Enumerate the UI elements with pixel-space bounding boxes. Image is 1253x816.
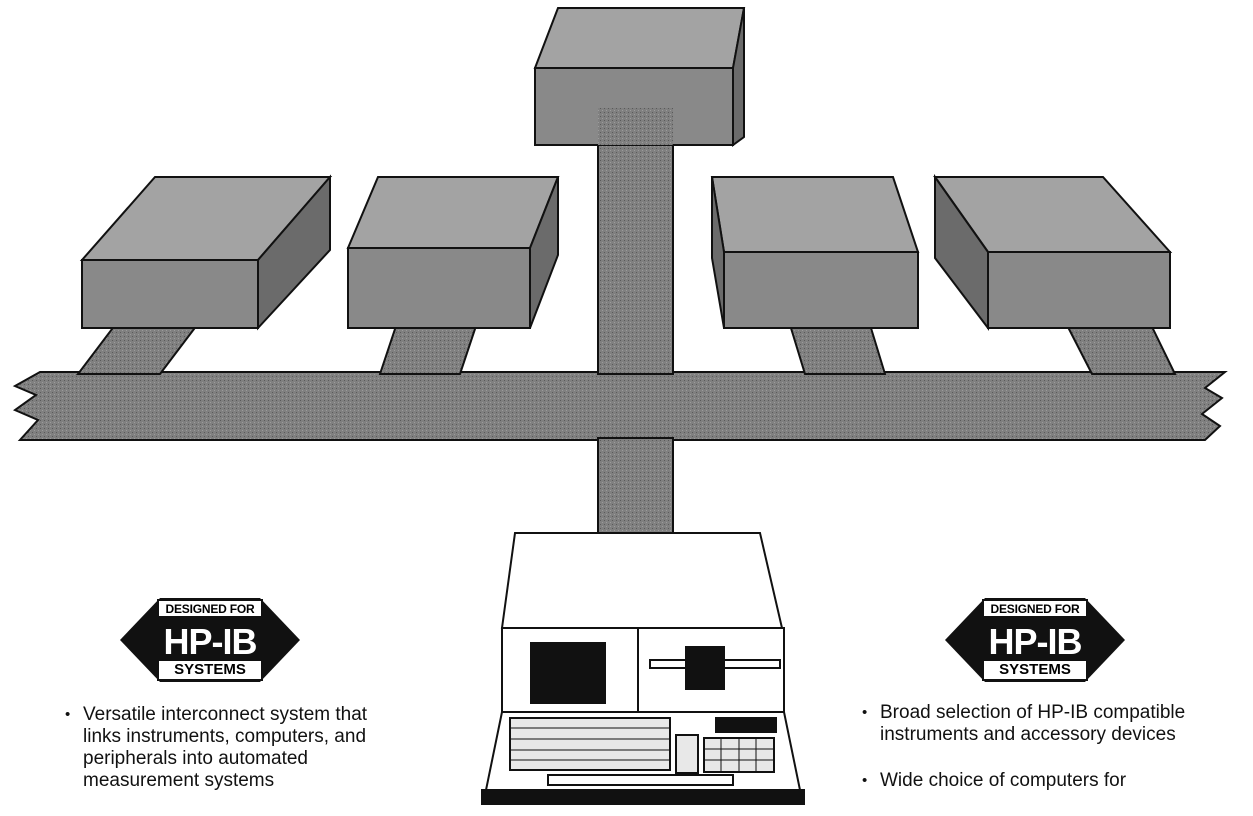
- computer: [482, 533, 804, 804]
- computer-top-cover: [502, 533, 782, 628]
- computer-keyboard-main: [510, 718, 670, 770]
- badge-systems-label: SYSTEMS: [120, 661, 300, 678]
- badge-systems-label: SYSTEMS: [945, 661, 1125, 678]
- computer-keypad-small: [676, 735, 698, 773]
- device-box-3: [712, 177, 918, 328]
- bus-stem-top: [598, 108, 673, 374]
- badge-hpib-label: HP-IB: [945, 621, 1125, 663]
- left-feature-list: Versatile interconnect system that links…: [65, 704, 405, 816]
- right-feature-list: Broad selection of HP-IB compatible inst…: [862, 702, 1192, 816]
- feature-item: Versatile interconnect system that links…: [65, 704, 405, 792]
- computer-spacebar: [548, 775, 733, 785]
- computer-drive: [686, 647, 724, 689]
- badge-hpib-label: HP-IB: [120, 621, 300, 663]
- badge-designed-for-label: DESIGNED FOR: [945, 602, 1125, 616]
- computer-keypad-dark: [716, 718, 776, 732]
- device-box-top: [535, 8, 744, 145]
- bus-stem-computer: [598, 438, 673, 533]
- hpib-badge-left: DESIGNED FOR HP-IB SYSTEMS: [120, 594, 300, 686]
- hpib-badge-right: DESIGNED FOR HP-IB SYSTEMS: [945, 594, 1125, 686]
- feature-item: Wide choice of computers for: [862, 770, 1192, 792]
- computer-base: [482, 790, 804, 804]
- device-box-4: [935, 177, 1170, 328]
- computer-screen: [531, 643, 605, 703]
- device-box-1: [82, 177, 330, 328]
- device-box-2: [348, 177, 558, 328]
- bus-trunk: [15, 372, 1225, 440]
- feature-item: Broad selection of HP-IB compatible inst…: [862, 702, 1192, 746]
- badge-designed-for-label: DESIGNED FOR: [120, 602, 300, 616]
